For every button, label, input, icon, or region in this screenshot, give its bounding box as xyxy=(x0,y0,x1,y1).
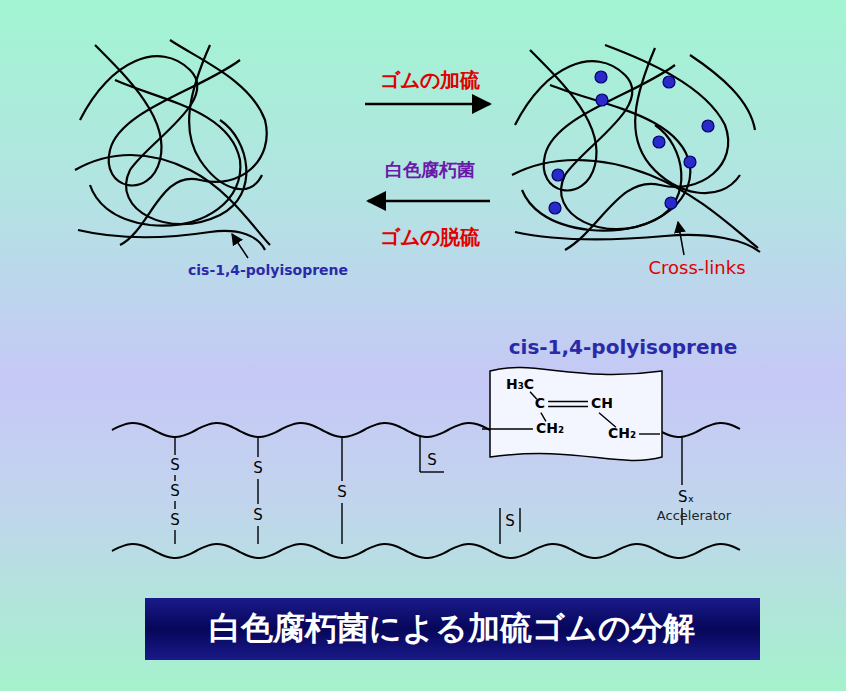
polymer-chain xyxy=(112,544,740,558)
title: 白色腐朽菌による加硫ゴムの分解 xyxy=(209,607,695,651)
sulfur-atom: Sₓ xyxy=(678,489,694,506)
sulfur-atom: S xyxy=(170,512,180,529)
devulcanization-arrow xyxy=(368,200,490,203)
sulfur-atom: S xyxy=(253,507,263,524)
vulcanization-arrow xyxy=(365,103,490,106)
polymer-label: cis-1,4-polyisoprene xyxy=(188,263,348,278)
leader-arrow xyxy=(678,222,684,255)
sulfur-atom: S xyxy=(505,513,515,530)
structure-heading: cis-1,4-polyisoprene xyxy=(509,336,738,358)
chemical-bond xyxy=(548,401,588,402)
sulfur-atom: S xyxy=(170,457,180,474)
carbon-atom: C xyxy=(535,396,545,411)
chemical-bond xyxy=(548,406,588,407)
sulfur-atom: S xyxy=(337,484,347,501)
chemical-bond xyxy=(639,433,660,434)
accelerator-label: Accelerator xyxy=(657,509,731,523)
methylene-group: CH₂ xyxy=(536,421,564,436)
methylene-group: CH₂ xyxy=(608,426,636,441)
sulfur-atom: S xyxy=(253,460,263,477)
chemical-bond xyxy=(599,413,616,428)
polymer-tangle xyxy=(75,40,270,250)
organism-label: 白色腐朽菌 xyxy=(385,160,475,180)
structure-outline xyxy=(490,368,662,461)
chemical-bond xyxy=(541,413,546,422)
carbon-atom: CH xyxy=(591,396,613,411)
chemical-bond xyxy=(482,428,533,429)
callout-label: Cross-links xyxy=(648,258,745,278)
leader-arrow xyxy=(232,234,248,258)
process-label: ゴムの脱硫 xyxy=(380,226,480,248)
process-label: ゴムの加硫 xyxy=(380,69,480,91)
methyl-group: H₃C xyxy=(506,377,534,392)
sulfur-atom: S xyxy=(170,483,180,500)
structure-box: cis-1,4-polyisopreneH₃CCCHCH₂CH₂ xyxy=(490,365,662,463)
cross-link-dots xyxy=(549,71,714,214)
vulcanized-tangle xyxy=(512,45,760,252)
sulfur-atom: S xyxy=(427,452,437,469)
